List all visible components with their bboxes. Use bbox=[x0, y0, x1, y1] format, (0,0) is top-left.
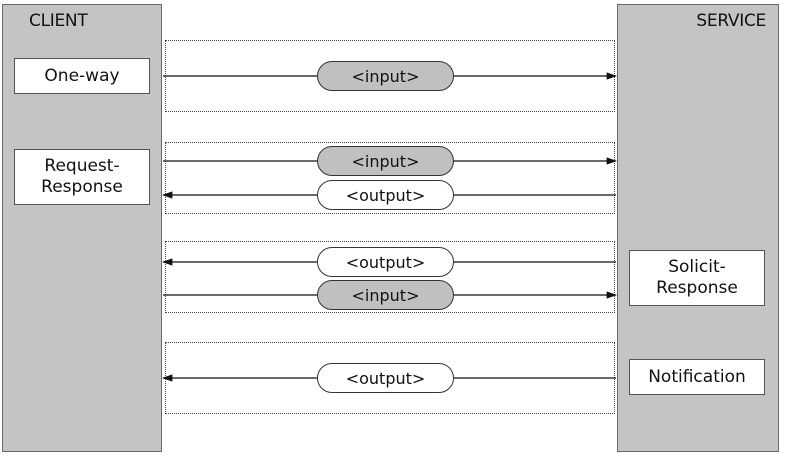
solicit-response-group bbox=[165, 241, 615, 313]
solicit-response-input-message: <input> bbox=[317, 280, 454, 310]
notification-label: Notification bbox=[629, 359, 765, 395]
request-response-group bbox=[165, 142, 615, 214]
solicit-output-message: <output> bbox=[317, 247, 454, 277]
request-response-label: Request- Response bbox=[14, 149, 150, 205]
response-output-message: <output> bbox=[317, 180, 454, 210]
request-input-message: <input> bbox=[317, 146, 454, 176]
client-title: CLIENT bbox=[29, 11, 88, 31]
one-way-input-message: <input> bbox=[317, 61, 454, 91]
solicit-response-label: Solicit- Response bbox=[629, 250, 765, 306]
service-title: SERVICE bbox=[696, 11, 766, 31]
notification-output-message: <output> bbox=[317, 363, 454, 393]
one-way-label: One-way bbox=[14, 58, 150, 94]
